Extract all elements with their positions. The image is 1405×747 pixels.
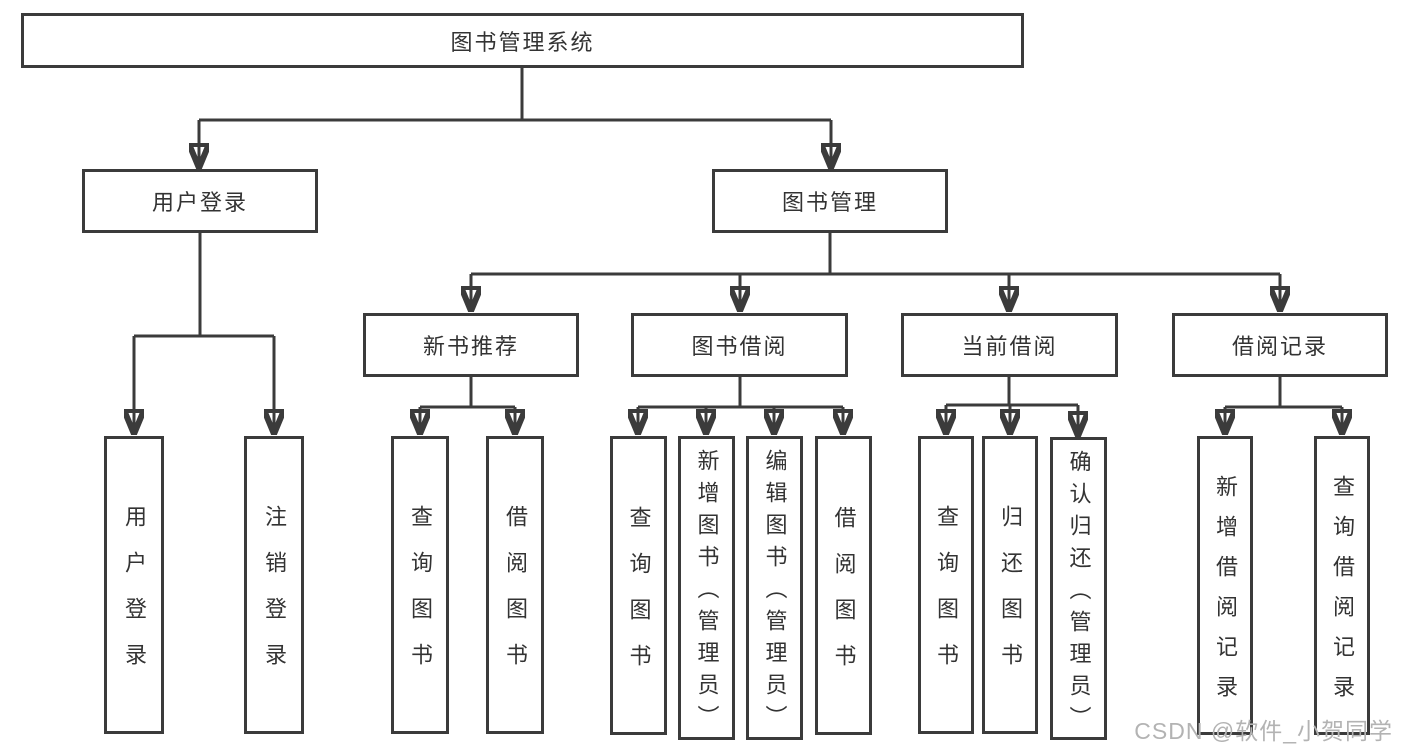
node-book-management-module: 图书管理 bbox=[712, 169, 948, 233]
leaf-label: 查询借阅记录 bbox=[1330, 474, 1355, 715]
leaf-label: 查询图书 bbox=[626, 505, 652, 690]
leaf-add-book-admin: 新增图书（管理员） bbox=[678, 436, 735, 740]
leaf-label: 编辑图书（管理员） bbox=[762, 449, 788, 737]
node-label: 用户登录 bbox=[151, 190, 248, 215]
node-user-login-module: 用户登录 bbox=[82, 169, 318, 233]
leaf-label: 查询图书 bbox=[408, 505, 433, 689]
node-new-book-recommend: 新书推荐 bbox=[363, 313, 579, 377]
node-label: 当前借阅 bbox=[961, 334, 1058, 359]
node-label: 图书管理 bbox=[781, 190, 878, 215]
node-borrow-records: 借阅记录 bbox=[1172, 313, 1388, 377]
node-root-label: 图书管理系统 bbox=[450, 29, 595, 55]
leaf-label: 归还图书 bbox=[998, 505, 1023, 689]
leaf-borrow-books: 借阅图书 bbox=[815, 436, 872, 735]
leaf-query-borrow-record: 查询借阅记录 bbox=[1314, 436, 1370, 735]
leaf-label: 查询图书 bbox=[934, 505, 959, 689]
leaf-confirm-return-admin: 确认归还（管理员） bbox=[1050, 437, 1107, 740]
leaf-logout: 注销登录 bbox=[244, 436, 304, 734]
leaf-label: 用户登录 bbox=[122, 505, 147, 689]
leaf-query-books: 查询图书 bbox=[918, 436, 974, 734]
leaf-edit-book-admin: 编辑图书（管理员） bbox=[746, 436, 803, 740]
node-current-borrow: 当前借阅 bbox=[901, 313, 1118, 377]
leaf-label: 借阅图书 bbox=[831, 505, 857, 690]
leaf-label: 确认归还（管理员） bbox=[1066, 449, 1092, 738]
leaf-label: 借阅图书 bbox=[503, 505, 528, 689]
node-label: 借阅记录 bbox=[1231, 334, 1328, 359]
node-root-system: 图书管理系统 bbox=[21, 13, 1024, 68]
node-label: 图书借阅 bbox=[691, 334, 788, 359]
leaf-add-borrow-record: 新增借阅记录 bbox=[1197, 436, 1253, 735]
node-label: 新书推荐 bbox=[422, 334, 519, 359]
leaf-query-books: 查询图书 bbox=[610, 436, 667, 735]
leaf-query-books: 查询图书 bbox=[391, 436, 449, 734]
leaf-return-books: 归还图书 bbox=[982, 436, 1038, 734]
leaf-borrow-books: 借阅图书 bbox=[486, 436, 544, 734]
node-book-borrow: 图书借阅 bbox=[631, 313, 848, 377]
leaf-label: 新增借阅记录 bbox=[1213, 474, 1238, 715]
leaf-user-login: 用户登录 bbox=[104, 436, 164, 734]
csdn-watermark: CSDN @软件_小贺同学 bbox=[1134, 718, 1393, 744]
leaf-label: 新增图书（管理员） bbox=[694, 449, 720, 737]
leaf-label: 注销登录 bbox=[262, 505, 287, 689]
